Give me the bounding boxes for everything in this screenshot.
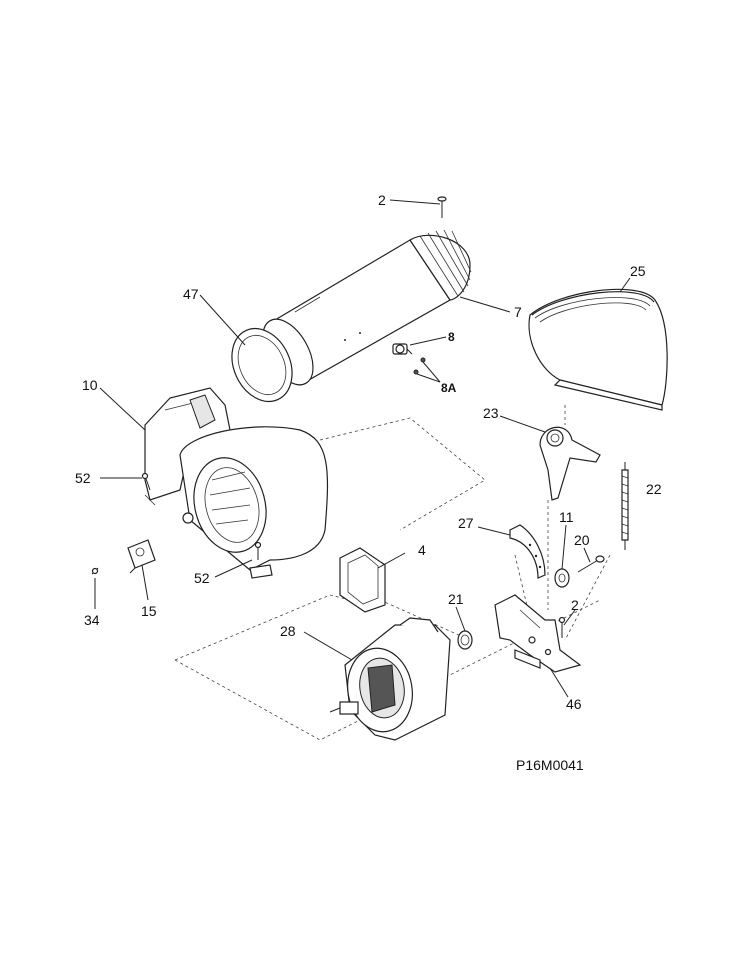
duct-collar-ring-part-47 [231,327,293,403]
callout-22: 22 [646,481,662,497]
idler-arm-part-23 [539,426,601,501]
bolt-part-20 [577,555,605,573]
screw-part-2-top [437,196,447,218]
callout-27: 27 [458,515,474,531]
callout-2-top: 2 [378,192,386,208]
mount-bracket-part-46 [494,594,582,673]
callout-10: 10 [82,377,98,393]
callout-28: 28 [280,623,296,639]
callout-21: 21 [448,591,464,607]
pulley-part-21 [457,630,473,650]
callout-47: 47 [183,286,199,302]
callout-52-bottom: 52 [194,570,210,586]
screw-part-52-bottom [254,541,262,560]
blower-housing-part-10 [144,387,329,579]
screw-part-34 [91,567,99,575]
callout-11: 11 [559,509,574,525]
callout-7: 7 [514,304,522,320]
drive-belt-part-25 [528,288,668,411]
drawing-code: P16M0041 [516,757,584,773]
callout-52-top: 52 [75,470,91,486]
drive-motor-part-28 [329,617,451,741]
thermostat-part-8 [392,343,426,375]
callout-15: 15 [141,603,157,619]
clip-part-27 [509,524,546,579]
screw-part-52-top [141,472,151,491]
switch-part-15 [127,539,156,574]
spring-part-22 [621,462,629,550]
duct-cylinder-part-7 [262,229,472,386]
callout-25: 25 [630,263,646,279]
callout-20: 20 [574,532,590,548]
callout-46: 46 [566,696,582,712]
callout-34: 34 [84,612,100,628]
callout-4: 4 [418,542,426,558]
idler-pulley-part-11 [554,568,570,588]
leader-lines [94,199,631,698]
mount-pad-part-4 [339,547,386,613]
callout-labels: 2 47 7 8 8A 25 10 23 22 52 27 11 20 4 52… [75,192,662,712]
screw-part-2-bottom [558,616,566,638]
callout-8: 8 [448,330,455,344]
callout-8a: 8A [441,381,457,395]
callout-23: 23 [483,405,499,421]
callout-2-bottom: 2 [571,597,579,613]
